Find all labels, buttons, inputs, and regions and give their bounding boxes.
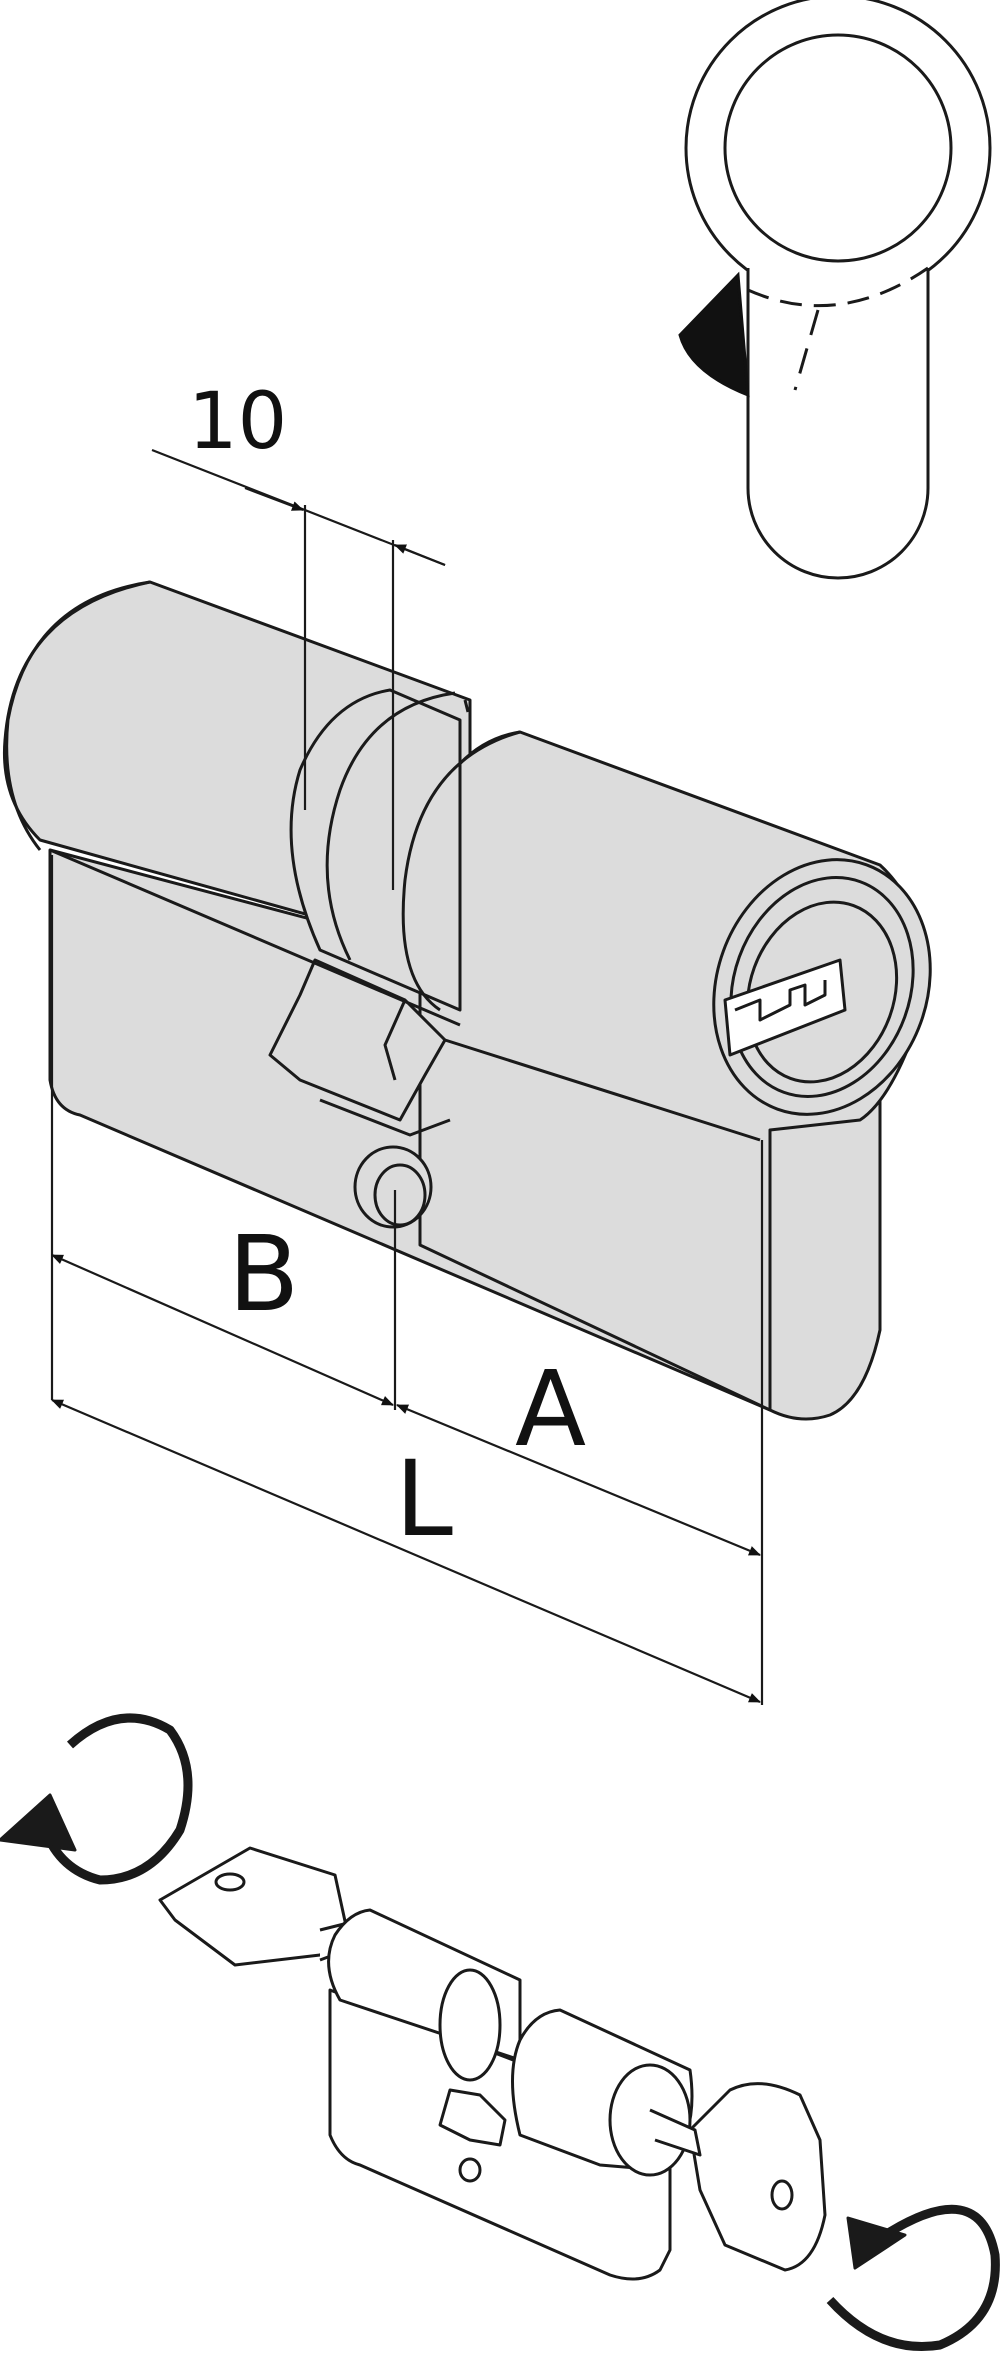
collar-rim-2	[463, 699, 470, 713]
cam-inner	[319, 999, 451, 1137]
dimension-lines	[50, 448, 764, 1705]
profile-inner-ring	[723, 33, 953, 263]
profile-outer-ring	[684, 0, 992, 302]
collar-rim-1	[325, 691, 456, 961]
right-key-blade	[649, 2108, 702, 2157]
right-key	[688, 2082, 827, 2272]
keyway-teeth	[734, 980, 827, 1022]
dim-label-10: 10	[188, 377, 287, 467]
cylinder-with-keys-view	[0, 1713, 1000, 2352]
left-key	[158, 1846, 350, 1967]
dim-10-arrow-left	[244, 486, 304, 512]
dim-10-arrow-right	[394, 543, 446, 567]
cylinder-main-view	[2, 580, 932, 1421]
assembly-key-face	[608, 2063, 692, 2177]
dim-l-line	[51, 1398, 761, 1704]
left-barrel-end-edge	[5, 580, 151, 851]
fixing-screw-hole-inner	[373, 1163, 427, 1227]
cylinder-middle-collar	[289, 688, 462, 1012]
cylinder-profile-view	[678, 0, 992, 580]
rotation-arrowhead-top-icon	[0, 1793, 77, 1852]
profile-cam-dashed-line	[793, 309, 820, 391]
profile-cam-shape	[678, 271, 750, 398]
rotation-arrowhead-bottom-icon	[846, 2216, 907, 2270]
dim-label-b: B	[228, 1213, 299, 1335]
dim-label-l: L	[395, 1438, 453, 1560]
assembly-collar	[438, 1968, 502, 2082]
dim-b-line	[51, 1253, 394, 1407]
assembly-cam	[438, 2088, 507, 2147]
assembly-screw-hole	[458, 2157, 482, 2183]
profile-lower-body	[746, 268, 930, 580]
rotation-arrow-top-icon	[40, 1713, 193, 1885]
rotation-arrow-bottom-icon	[826, 2204, 1000, 2352]
left-key-hole	[214, 1872, 246, 1892]
body-center-line	[49, 848, 761, 1142]
right-key-hole	[770, 2179, 794, 2211]
dim-label-a: A	[515, 1348, 586, 1470]
dimension-labels: 10 B A L	[188, 377, 586, 1560]
right-barrel-rim	[401, 730, 521, 1012]
